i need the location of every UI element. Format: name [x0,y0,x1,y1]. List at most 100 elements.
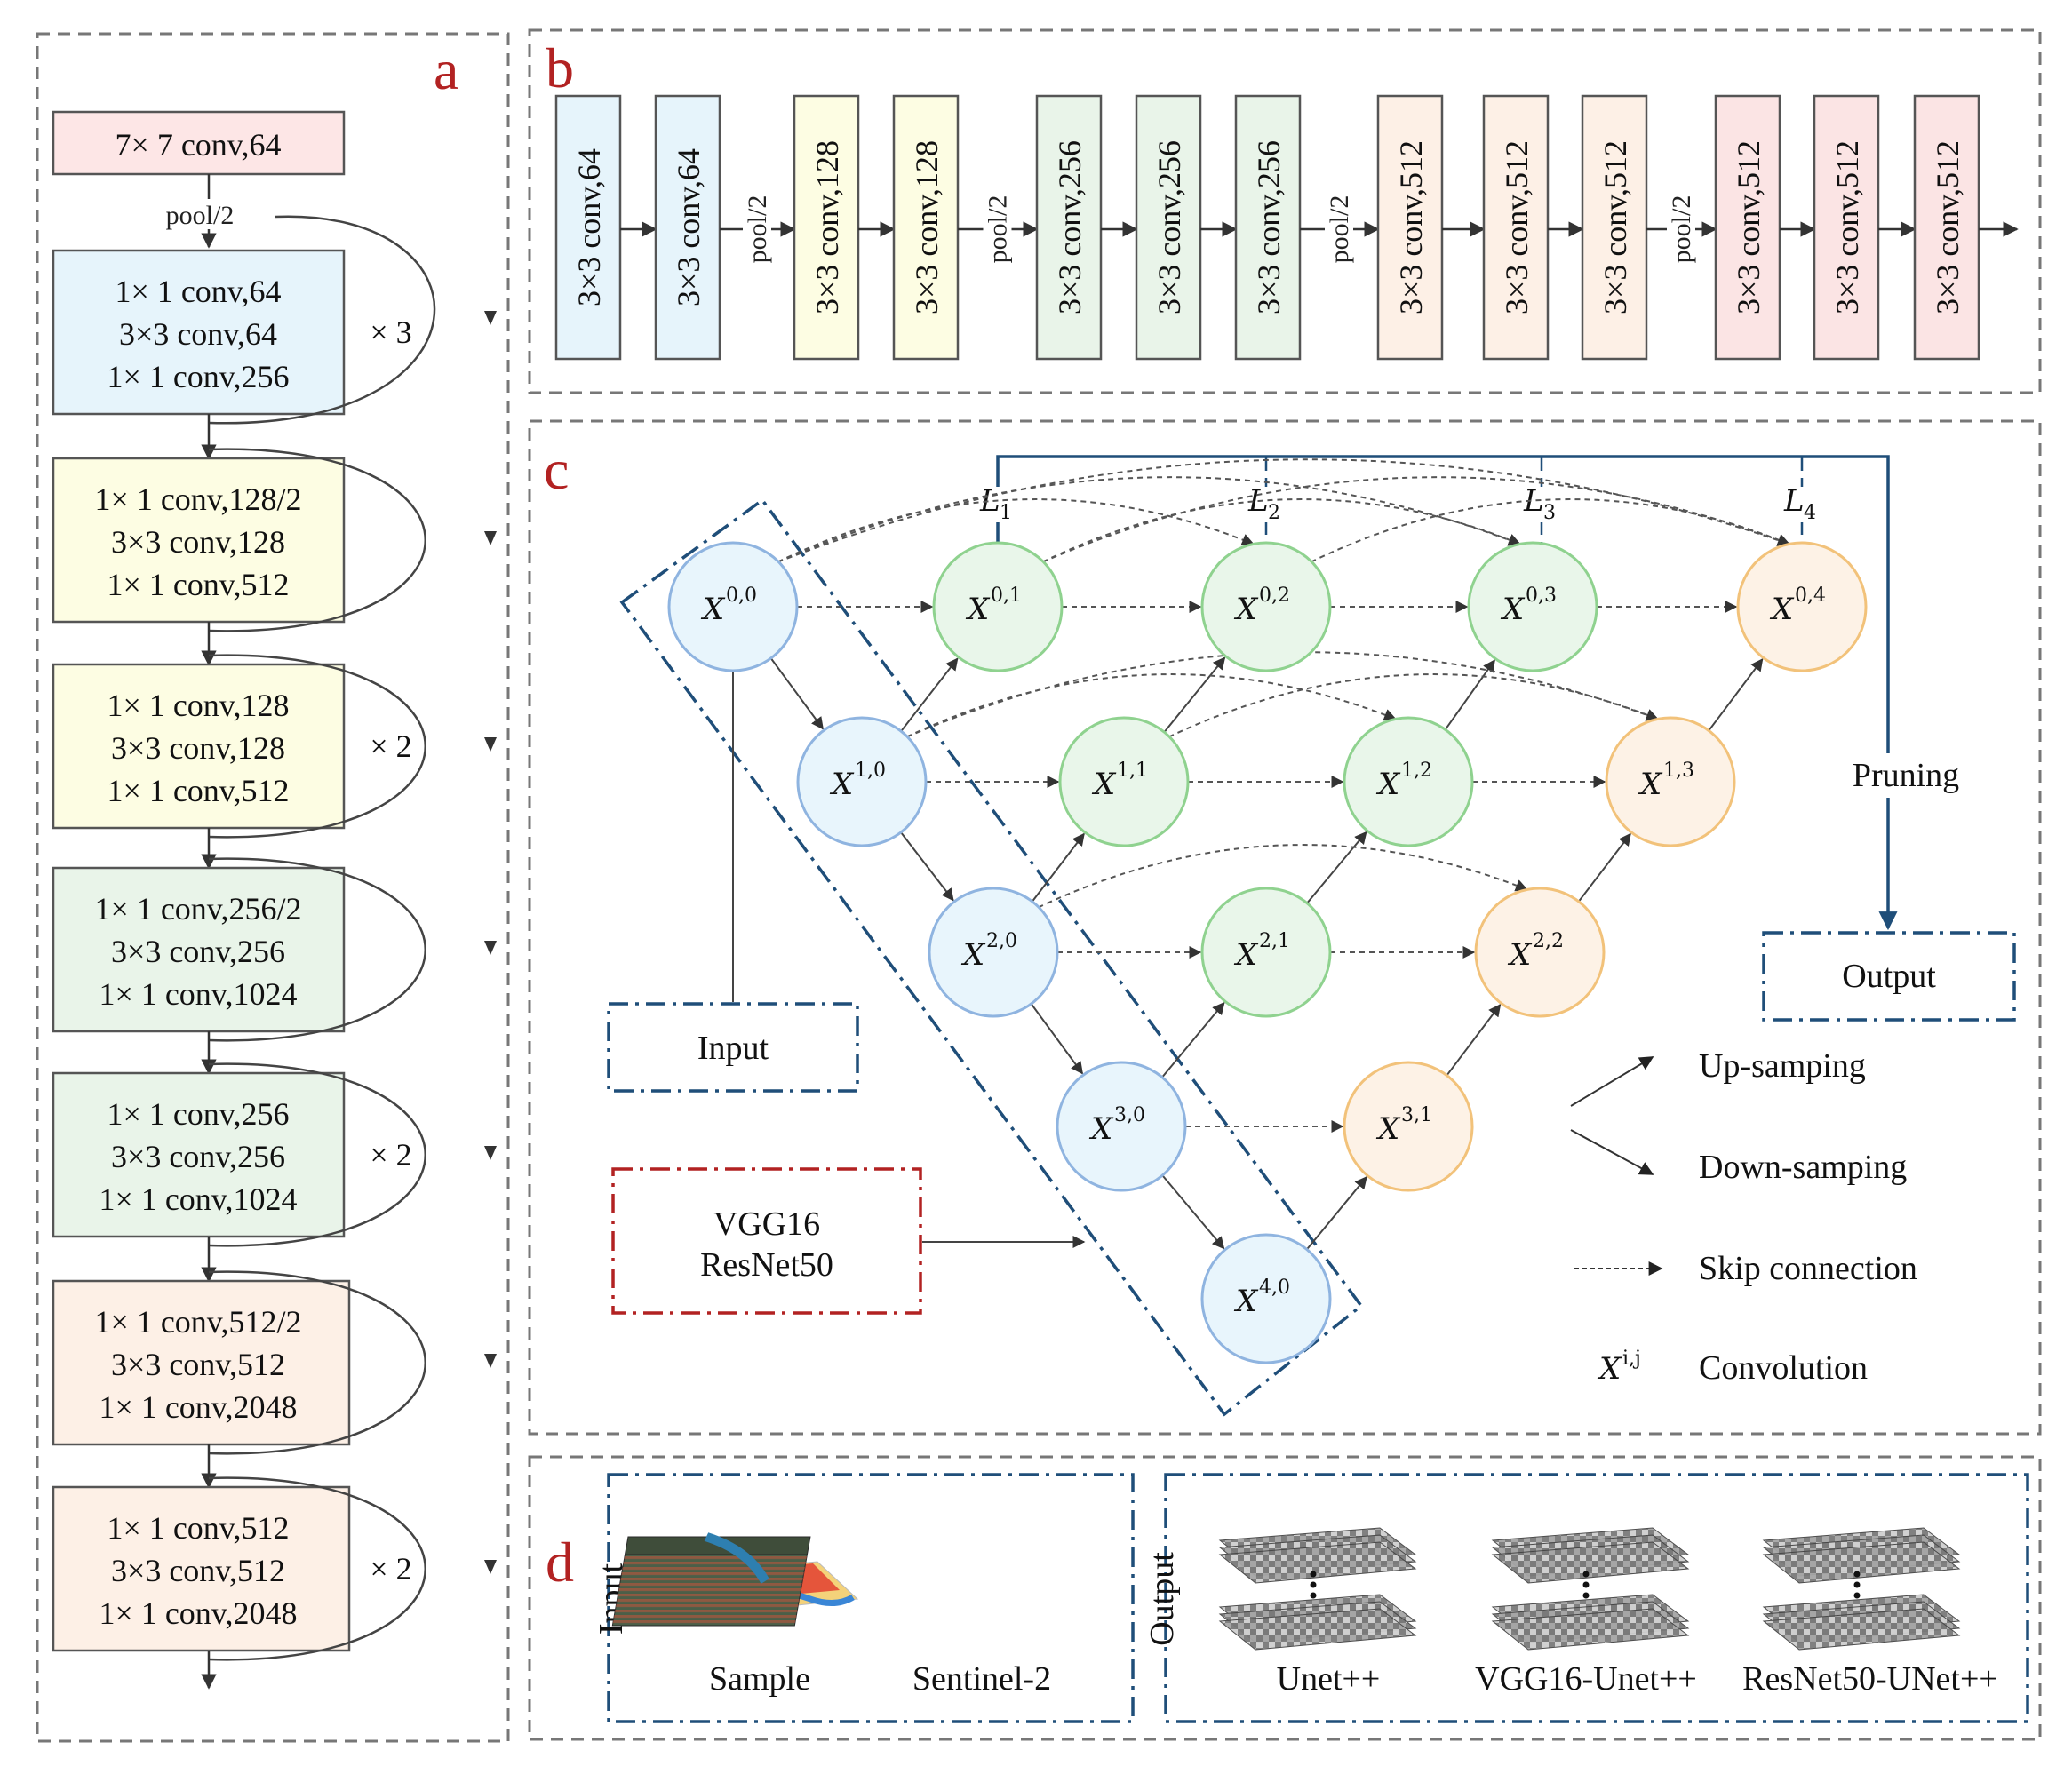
legend-up-label: Up-samping [1699,1047,1866,1085]
skip-arc [777,476,1521,563]
node-symbol: X [965,592,991,627]
node-symbol: X [1233,1284,1259,1319]
ellipsis-dot [1853,1592,1861,1599]
backbone-vgg16: VGG16 [713,1205,820,1243]
node-superscript: 1,2 [1401,760,1432,782]
vgg-conv-block [1135,94,1202,361]
node-symbol: X [1088,1111,1114,1147]
sampling-arrow [1161,1174,1225,1250]
ellipsis-dot [1310,1592,1317,1599]
panel-d-letter: d [546,1531,574,1594]
vgg-conv-block [1234,94,1302,361]
resnet-block-line: 1× 1 conv,512 [108,1510,290,1546]
node-superscript: 2,1 [1259,930,1290,952]
input-group-frame [607,1473,1135,1723]
resnet-block [52,1485,351,1652]
legend-conv-symbol: X [1597,1351,1622,1387]
sampling-arrow [1306,831,1367,904]
skip-arc [906,651,1659,738]
sampling-arrow [900,657,959,732]
loss-L3-sub: 3 [1543,502,1556,524]
node-superscript: 1,3 [1663,760,1694,782]
loss-label-L1: L 1 [976,483,1022,524]
sampling-arrow [1161,1001,1225,1078]
encoder-frame [619,497,1364,1417]
resnet-block [52,663,346,830]
residual-loop-arrow [484,941,497,955]
sampling-arrow [1446,1003,1502,1077]
output-label: Output [1842,958,1936,995]
vgg-conv-block [793,94,860,361]
node-symbol: X [1091,767,1117,802]
loss-L2-sub: 2 [1268,502,1280,524]
node-symbol: X [1375,1111,1401,1147]
node-superscript: 0,3 [1526,585,1557,607]
skip-arc [1042,476,1790,563]
legend-down-label: Down-samping [1699,1149,1907,1186]
ellipsis-dot [1582,1571,1590,1578]
ellipsis-dot [1310,1581,1317,1588]
edge-layer [769,458,1790,1251]
resnet-block [52,457,346,624]
sampling-arrow [1306,1176,1367,1251]
ellipsis-dot [1310,1571,1317,1578]
node-symbol: X [1233,937,1259,973]
node-X0-3 [1467,541,1598,672]
node-symbol: X [1233,592,1259,627]
sentinel2-stack-image [611,1532,811,1627]
node-symbol: X [1507,937,1533,973]
vgg-conv-block [1813,94,1880,361]
output-item-resnet50-unetpp: ResNet50-UNet++ [1742,1660,1998,1698]
vgg-conv-block [1714,94,1781,361]
node-X0-4 [1736,541,1868,672]
node-X2-2 [1474,887,1606,1018]
node-X3-1 [1343,1061,1474,1192]
residual-loop [208,654,426,839]
vgg-conv-label: 3×3 conv,128 [809,140,845,314]
vgg-pool-label: pool/2 [743,195,772,264]
panel-b-frame [528,28,2042,394]
resnet-block-line: 3×3 conv,128 [111,730,285,766]
resnet-block [52,1279,351,1446]
loss-L1-letter: L [979,483,1000,519]
vgg-conv-label: 3×3 conv,512 [1930,140,1965,314]
pruning-label: Pruning [1853,757,1959,794]
pruning-label-bg [1839,753,1981,798]
node-X1-2 [1343,716,1474,847]
residual-loop [208,1476,426,1661]
output-layer [1218,1541,1417,1584]
resnet-block-line: 3×3 conv,256 [111,934,285,969]
node-superscript: 2,2 [1533,930,1564,952]
sampling-arrow [769,657,824,730]
output-layer [1491,1541,1690,1584]
vgg-conv-label: 3×3 conv,512 [1598,140,1633,314]
input-item-sample: Sample [709,1660,810,1698]
loss-L1-sub: 1 [1000,502,1012,524]
ellipsis-dot [1582,1592,1590,1599]
output-group-frame [1164,1473,2029,1723]
vgg-pool-bg [983,178,1012,275]
backbone-resnet50: ResNet50 [700,1246,833,1284]
legend-down-arrow [1570,1129,1654,1175]
vgg-conv-label: 3×3 conv,256 [1251,140,1287,314]
resnet-block-repeat: × 2 [370,728,411,764]
residual-loop-arrow [484,1146,497,1160]
ellipsis-dot [1853,1571,1861,1578]
stem-conv-label: 7× 7 conv,64 [116,127,282,163]
legend: Up-samping Down-samping Skip connection … [1570,1047,1917,1387]
node-superscript: 3,1 [1401,1104,1432,1126]
sampling-arrow [1163,656,1226,733]
residual-loop-arrow [484,311,497,325]
residual-loop [208,448,426,632]
node-symbol: X [1638,767,1663,802]
resnet-block-line: 1× 1 conv,1024 [100,976,298,1012]
output-item-vgg16-unetpp: VGG16-Unet++ [1475,1660,1697,1698]
loss-label-L2: L 2 [1244,483,1290,524]
vgg-pool-bg [743,178,771,275]
vgg-conv-block [1482,94,1550,361]
ellipsis-dot [1853,1581,1861,1588]
legend-skip-label: Skip connection [1699,1250,1917,1287]
loss-L3-letter: L [1523,483,1544,519]
output-stacks [1218,1527,1961,1651]
